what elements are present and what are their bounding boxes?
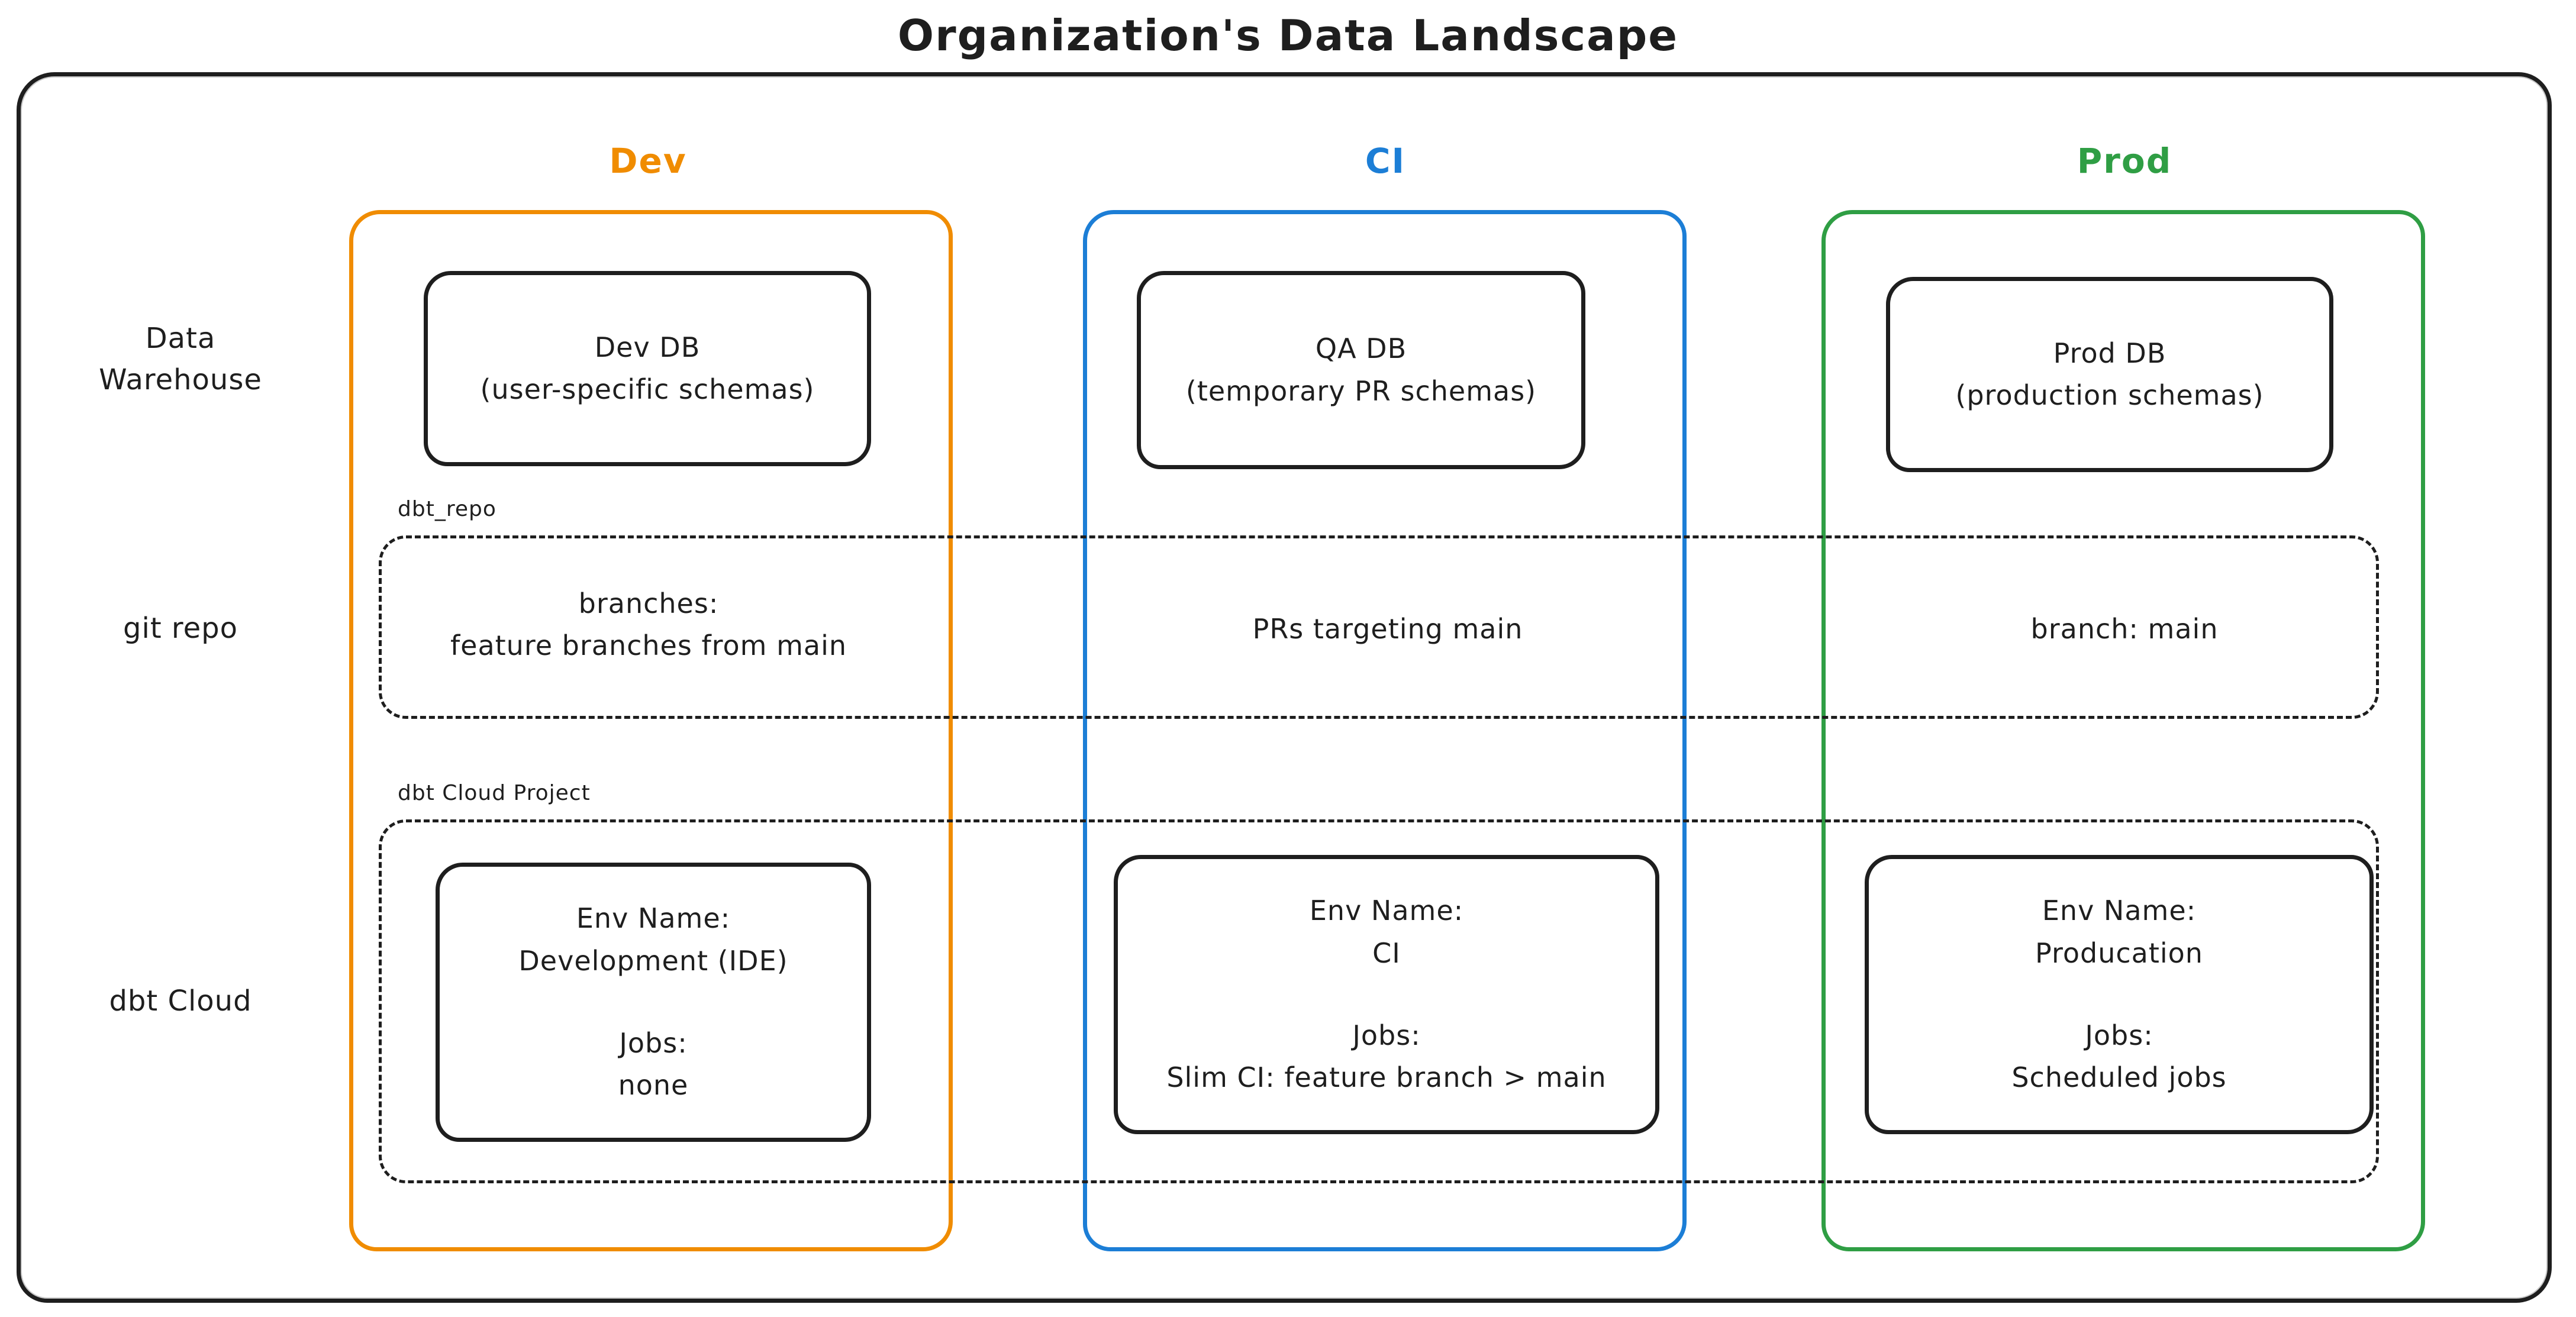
ci-env-jobs-value: Slim CI: feature branch > main: [1166, 1061, 1607, 1094]
row-label-data-warehouse: Data Warehouse: [41, 318, 320, 401]
dev-env-box: Env Name: Development (IDE) Jobs: none: [436, 863, 871, 1142]
diagram-title: Organization's Data Landscape: [897, 11, 1679, 60]
dbt-cloud-project-group-label: dbt Cloud Project: [398, 781, 591, 805]
row-label-data-warehouse-line1: Data: [145, 322, 216, 355]
column-header-ci: CI: [1365, 141, 1406, 181]
prod-db-box: Prod DB (production schemas): [1886, 277, 2333, 472]
ci-column-box: [1083, 210, 1687, 1251]
outer-frame: [17, 72, 2552, 1303]
ci-env-box: Env Name: CI Jobs: Slim CI: feature bran…: [1114, 855, 1659, 1134]
row-label-data-warehouse-line2: Warehouse: [99, 363, 262, 396]
column-header-prod: Prod: [2077, 141, 2172, 181]
ci-env-jobs-label: Jobs:: [1352, 1019, 1421, 1051]
git-repo-group-label: dbt_repo: [398, 497, 496, 521]
git-repo-group-box: [379, 535, 2379, 719]
dev-git-line1: branches:: [578, 588, 719, 619]
qa-db-name: QA DB: [1315, 333, 1407, 365]
qa-db-box: QA DB (temporary PR schemas): [1137, 271, 1585, 469]
row-label-git-repo: git repo: [123, 612, 238, 645]
column-header-dev: Dev: [609, 141, 687, 181]
dev-db-name: Dev DB: [594, 331, 701, 363]
prod-env-box: Env Name: Producation Jobs: Scheduled jo…: [1865, 855, 2374, 1134]
dbt-cloud-project-group-box: [379, 819, 2379, 1183]
prod-git-cell: branch: main: [2030, 613, 2219, 645]
dev-env-label: Env Name:: [576, 902, 731, 935]
prod-env-name: Producation: [2035, 937, 2203, 969]
dev-db-box: Dev DB (user-specific schemas): [424, 271, 871, 466]
ci-env-label: Env Name:: [1309, 895, 1464, 927]
prod-column-box: [1821, 210, 2425, 1251]
row-label-dbt-cloud: dbt Cloud: [109, 984, 252, 1018]
dev-db-detail: (user-specific schemas): [480, 373, 815, 405]
prod-db-detail: (production schemas): [1955, 379, 2264, 411]
dev-env-jobs-value: none: [618, 1069, 689, 1102]
prod-env-jobs-value: Scheduled jobs: [2011, 1061, 2227, 1094]
ci-git-cell: PRs targeting main: [1252, 613, 1523, 645]
dev-env-jobs-label: Jobs:: [619, 1027, 688, 1059]
prod-env-label: Env Name:: [2042, 895, 2197, 927]
dev-git-cell: branches: feature branches from main: [424, 583, 873, 667]
dev-column-box: [349, 210, 953, 1251]
ci-env-name: CI: [1372, 937, 1401, 969]
dev-git-line2: feature branches from main: [450, 630, 847, 662]
qa-db-detail: (temporary PR schemas): [1185, 375, 1537, 407]
prod-db-name: Prod DB: [2053, 337, 2166, 369]
dev-env-name: Development (IDE): [518, 944, 788, 977]
prod-env-jobs-label: Jobs:: [2085, 1019, 2153, 1051]
